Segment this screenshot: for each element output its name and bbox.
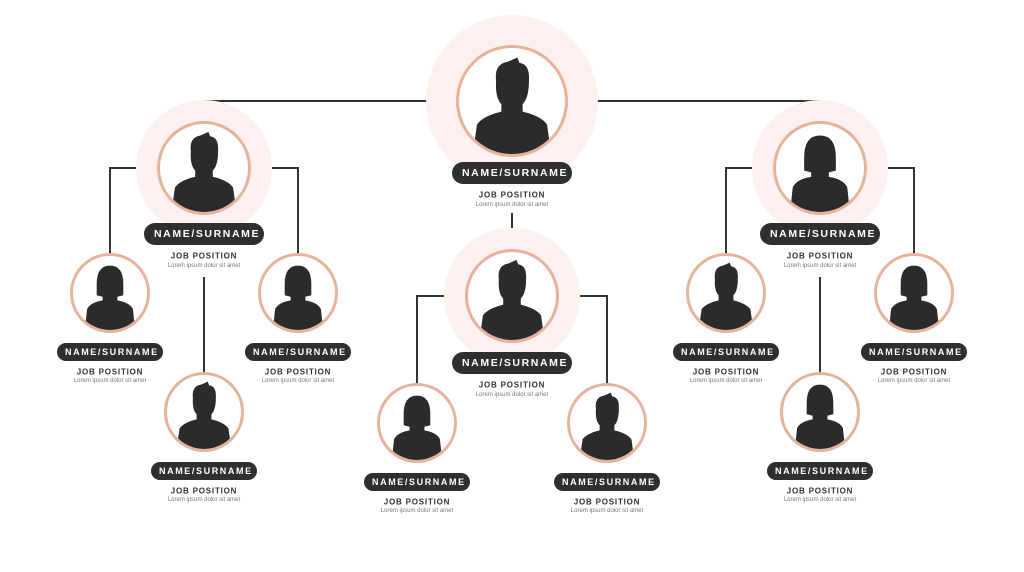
job-description: Lorem ipsum dolor sit amet [380, 508, 454, 514]
job-position: JOB POSITION [170, 486, 238, 496]
male-silhouette-icon [167, 375, 241, 449]
avatar [456, 45, 568, 157]
job-description: Lorem ipsum dolor sit amet [877, 378, 951, 384]
avatar [465, 249, 559, 343]
job-position: JOB POSITION [264, 367, 332, 377]
male-silhouette-icon [459, 48, 565, 154]
job-description: Lorem ipsum dolor sit amet [783, 497, 857, 503]
job-position: JOB POSITION [786, 486, 854, 496]
job-position: JOB POSITION [170, 251, 238, 261]
male-silhouette-icon [160, 124, 248, 212]
job-position: JOB POSITION [786, 251, 854, 261]
name-badge: NAME/SURNAME [144, 223, 264, 245]
job-position: JOB POSITION [383, 497, 451, 507]
male-silhouette-icon [570, 386, 644, 460]
name-badge: NAME/SURNAME [245, 343, 351, 361]
avatar [567, 383, 647, 463]
female-silhouette-icon [261, 256, 335, 330]
job-description: Lorem ipsum dolor sit amet [475, 392, 549, 398]
name-badge: NAME/SURNAME [554, 473, 660, 491]
name-badge: NAME/SURNAME [673, 343, 779, 361]
name-badge: NAME/SURNAME [364, 473, 470, 491]
avatar [157, 121, 251, 215]
avatar [686, 253, 766, 333]
job-position: JOB POSITION [573, 497, 641, 507]
job-description: Lorem ipsum dolor sit amet [689, 378, 763, 384]
job-description: Lorem ipsum dolor sit amet [167, 263, 241, 269]
job-position: JOB POSITION [478, 380, 546, 390]
avatar [780, 372, 860, 452]
female-silhouette-icon [776, 124, 864, 212]
name-badge: NAME/SURNAME [767, 462, 873, 480]
male-silhouette-icon [468, 252, 556, 340]
name-badge: NAME/SURNAME [151, 462, 257, 480]
name-badge: NAME/SURNAME [57, 343, 163, 361]
female-silhouette-icon [877, 256, 951, 330]
job-description: Lorem ipsum dolor sit amet [783, 263, 857, 269]
job-position: JOB POSITION [880, 367, 948, 377]
female-silhouette-icon [73, 256, 147, 330]
avatar [258, 253, 338, 333]
job-position: JOB POSITION [692, 367, 760, 377]
job-description: Lorem ipsum dolor sit amet [261, 378, 335, 384]
avatar [164, 372, 244, 452]
name-badge: NAME/SURNAME [452, 352, 572, 374]
job-description: Lorem ipsum dolor sit amet [73, 378, 147, 384]
name-badge: NAME/SURNAME [760, 223, 880, 245]
job-description: Lorem ipsum dolor sit amet [570, 508, 644, 514]
female-silhouette-icon [783, 375, 857, 449]
avatar [377, 383, 457, 463]
avatar [70, 253, 150, 333]
male-silhouette-icon [689, 256, 763, 330]
name-badge: NAME/SURNAME [861, 343, 967, 361]
job-position: JOB POSITION [478, 190, 546, 200]
job-position: JOB POSITION [76, 367, 144, 377]
avatar [773, 121, 867, 215]
job-description: Lorem ipsum dolor sit amet [167, 497, 241, 503]
avatar [874, 253, 954, 333]
job-description: Lorem ipsum dolor sit amet [475, 202, 549, 208]
female-silhouette-icon [380, 386, 454, 460]
name-badge: NAME/SURNAME [452, 162, 572, 184]
